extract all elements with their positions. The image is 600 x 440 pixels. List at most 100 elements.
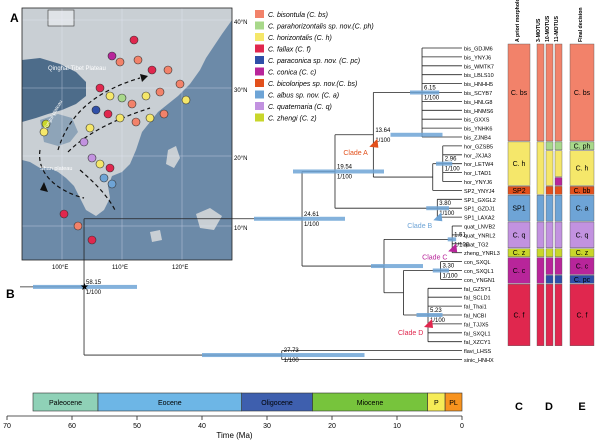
time-tick-label: 10 (393, 423, 401, 430)
inset-map (47, 9, 75, 27)
hpd-bar (293, 169, 384, 174)
hpd-bar (432, 268, 449, 273)
motu-block (554, 43, 563, 142)
map-frame (21, 7, 233, 261)
node-age: 3.80 (439, 201, 451, 207)
tip-label: bis_LBLS10 (464, 73, 494, 79)
time-tick-label: 40 (198, 423, 206, 430)
node-support: 1/100 (337, 174, 353, 180)
node-support: 1/100 (445, 167, 461, 173)
hpd-bar (33, 284, 137, 289)
hpd-bar (371, 264, 423, 269)
legend-swatch (255, 21, 264, 30)
tip-label: hor_LTAD1 (464, 171, 491, 177)
legend-swatch (255, 79, 264, 87)
map-land (22, 8, 232, 216)
tip-label: bis_WMTK7 (464, 64, 494, 70)
epoch-label: Oligocene (261, 400, 293, 407)
tip-label: sinic_HNHX (464, 358, 494, 364)
tip-label: con_SXQL1 (464, 269, 494, 275)
final-label: C. ph (574, 143, 591, 150)
node-age: 24.61 (304, 212, 320, 218)
clade-arrow (424, 319, 434, 328)
tip-label: flavi_LHSS (464, 349, 492, 355)
morph-block (507, 248, 531, 257)
time-tick-label: 50 (133, 423, 141, 430)
tip-label: SP2_YNYJ4 (464, 189, 495, 195)
dispersal-paths (39, 77, 151, 213)
final-block (569, 43, 595, 142)
final-label: C. z (576, 250, 589, 257)
node-support: 1/100 (86, 290, 102, 296)
motu-block (554, 257, 563, 275)
motu-block (554, 177, 563, 186)
path-arrows (40, 74, 148, 192)
morph-block (507, 284, 531, 346)
tip-label: bis_ZJNB4 (464, 136, 491, 142)
morph-label: C. z (513, 250, 526, 257)
hpd-bar (410, 90, 440, 95)
final-label: C. h (576, 166, 589, 173)
tip-label: hor_LETW4 (464, 162, 493, 168)
motu-block (554, 195, 563, 222)
tip-label: quat_TG2 (464, 242, 488, 248)
motu-block (536, 221, 545, 248)
tip-label: hor_JXJA3 (464, 153, 491, 159)
panel-label-b: B (6, 287, 15, 301)
morph-label: C. q (513, 232, 526, 239)
hpd-bar (254, 216, 345, 221)
region-label-shan: Shan plateau (40, 166, 72, 172)
final-block (569, 248, 595, 257)
motu-block (545, 43, 554, 142)
morph-label: C. f (514, 313, 525, 320)
node-age: 27.73 (284, 348, 300, 354)
motu-block (545, 141, 554, 151)
morph-block (507, 186, 531, 195)
node-support: 1/100 (454, 242, 470, 248)
time-tick-label: 70 (3, 423, 11, 430)
legend-label: C. bisontula (C. bs) (268, 12, 328, 19)
final-block (569, 284, 595, 346)
motu-block (545, 195, 554, 222)
node-age: 2.96 (445, 157, 457, 163)
motu-block (554, 221, 563, 248)
column-header: 11-MOTUS (554, 16, 560, 42)
node-support: 1/100 (443, 274, 459, 280)
column-header: Final decision (578, 7, 584, 42)
tip-label: bis_HNMS6 (464, 109, 493, 115)
column-header: 3-MOTUS (536, 18, 542, 42)
final-label: C. a (576, 206, 589, 213)
node-age: 13.64 (375, 128, 391, 134)
tip-label: SP1_GZDJ1 (464, 207, 495, 213)
clade-arrow (369, 138, 379, 148)
species-legend: C. bisontula (C. bs)C. parahorizontalis … (255, 10, 374, 123)
legend-swatch (255, 10, 264, 18)
tip-label: fal_GZSY1 (464, 287, 491, 293)
node-support: 1/100 (439, 211, 455, 217)
motu-block (554, 275, 563, 284)
clade-label: Clade A (343, 150, 368, 157)
epoch-label: Eocene (158, 400, 182, 407)
tip-label: con_YNGN1 (464, 278, 495, 284)
morph-label: C. h (513, 161, 526, 168)
time-tick-label: 0 (460, 423, 464, 430)
tip-label: bis_GDJM6 (464, 47, 493, 53)
motu-block (545, 248, 554, 257)
legend-label: C. zhengi (C. z) (268, 116, 317, 123)
tip-label: quat_LNVB2 (464, 225, 495, 231)
lon-label-120: 120°E (172, 265, 188, 271)
node-age: 5.23 (430, 308, 442, 314)
motu-block (545, 284, 554, 346)
tip-label: fal_XZCY1 (464, 340, 491, 346)
motu-block (554, 150, 563, 177)
node-support: 1/100 (304, 222, 320, 228)
map-graticule (22, 8, 232, 260)
motu-block (536, 257, 545, 284)
motu-block (545, 275, 554, 284)
tip-label: SP1_LAXA2 (464, 216, 495, 222)
final-block (569, 221, 595, 248)
tip-label: bis_HNHH5 (464, 82, 493, 88)
epoch-label: P (434, 400, 439, 407)
